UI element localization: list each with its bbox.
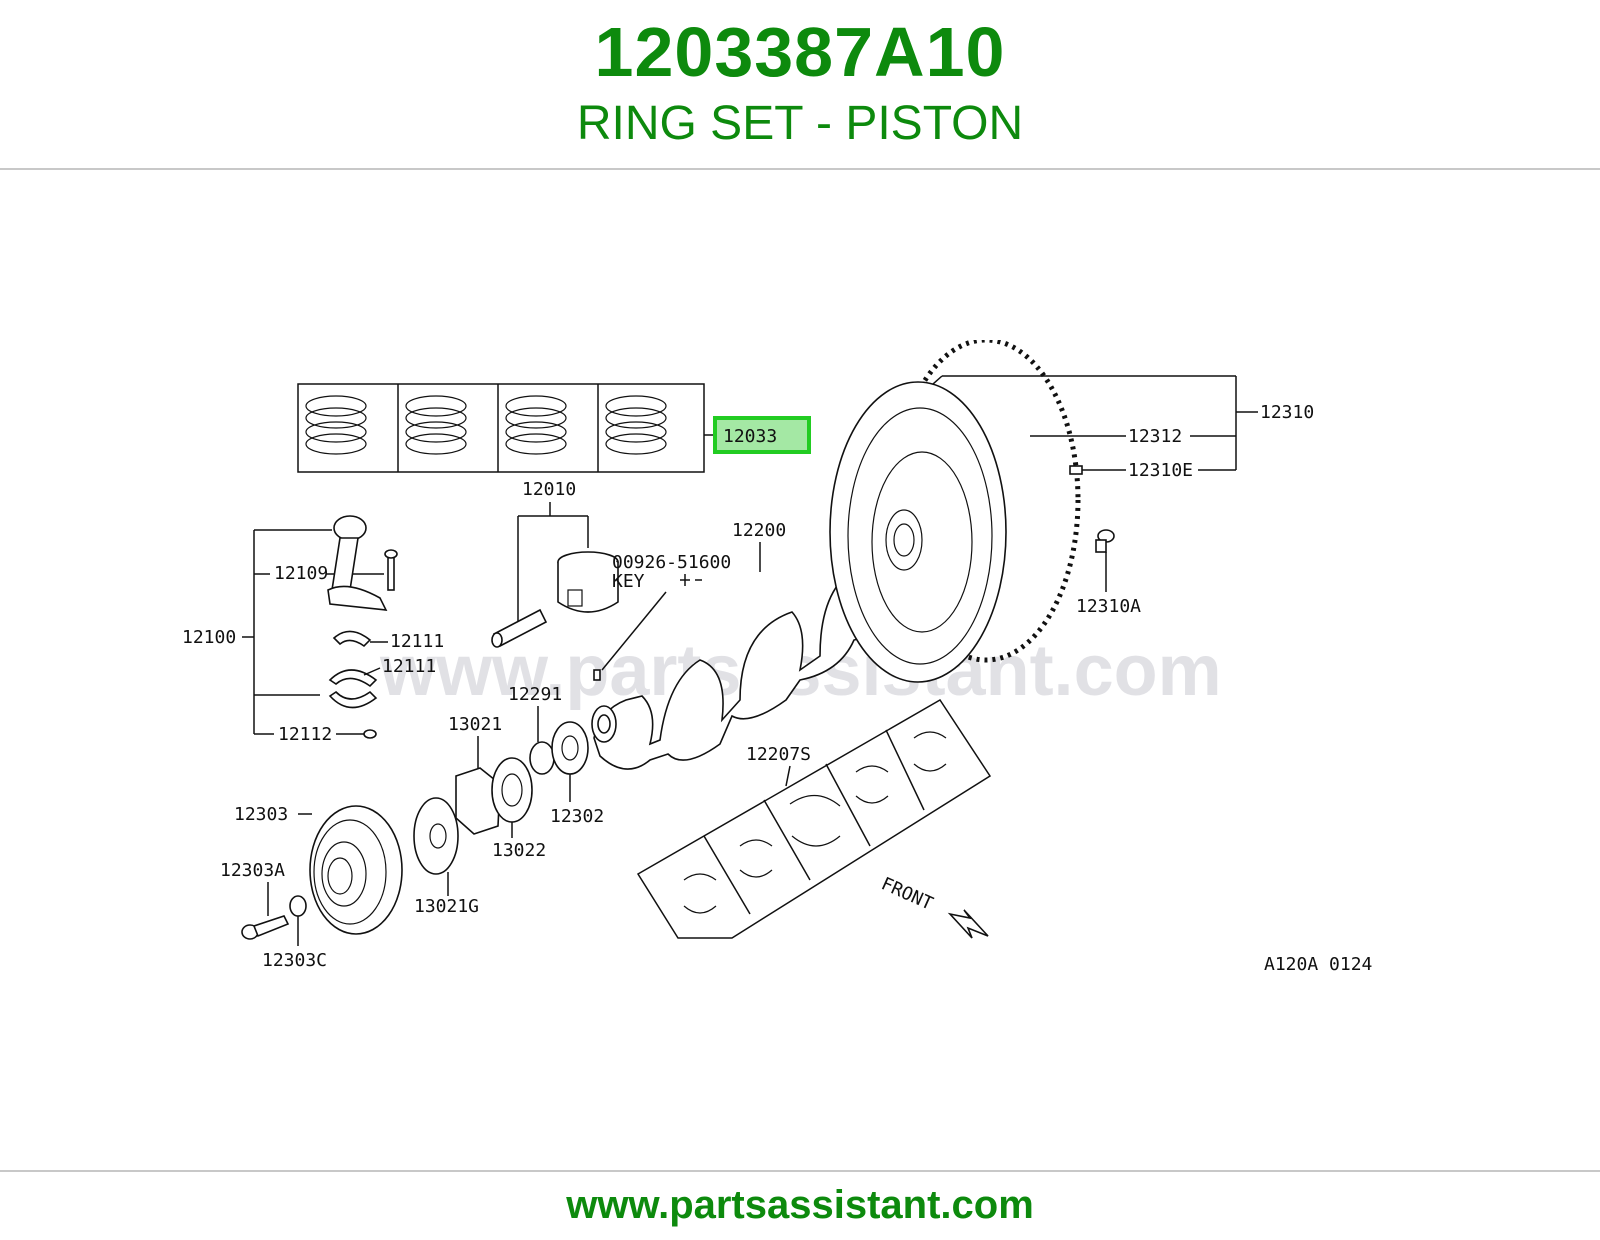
callout-12312[interactable]: 12312 [1128,426,1182,447]
callout-12303[interactable]: 12303 [234,804,288,825]
page-header: 1203387A10 RING SET - PISTON [0,0,1600,168]
crank-key-washer [529,741,555,775]
piston [557,551,619,613]
parts-diagram: www.partsassistant.com [180,340,1420,1010]
callout-12302[interactable]: 12302 [550,806,604,827]
callout-12112[interactable]: 12112 [278,724,332,745]
callout-12111-upper[interactable]: 12111 [390,631,444,652]
piston-pin [491,608,548,648]
connecting-rod [327,515,398,611]
footer-divider [0,1170,1600,1172]
flywheel-bolt [1095,529,1115,553]
callout-12291[interactable]: 12291 [508,684,562,705]
callout-12207S[interactable]: 12207S [746,744,811,765]
callout-13021G[interactable]: 13021G [414,896,479,917]
crank-seal-13022 [491,757,533,823]
part-name-subtitle: RING SET - PISTON [576,97,1024,150]
ring-set-frame [297,383,705,473]
callout-12100[interactable]: 12100 [182,627,236,648]
callout-00926-51600[interactable]: 00926-51600 [612,552,731,573]
callout-12010[interactable]: 12010 [522,479,576,500]
callout-12303C[interactable]: 12303C [262,950,327,971]
ring-set-box [297,383,714,473]
dowel-pin [1069,465,1083,475]
callout-12310E[interactable]: 12310E [1128,460,1193,481]
callout-13022[interactable]: 13022 [492,840,546,861]
rod-nut [363,729,377,739]
callout-12303A[interactable]: 12303A [220,860,285,881]
piston-rings [305,395,667,455]
oil-slinger-13021G [413,797,459,875]
crank-sprocket-12302 [551,721,589,775]
part-number-title: 1203387A10 [594,13,1006,91]
crank-pulley [309,805,403,935]
highlighted-callout-box[interactable] [713,416,811,454]
callout-12310A[interactable]: 12310A [1076,596,1141,617]
callout-13021[interactable]: 13021 [448,714,502,735]
pulley-washer [289,895,307,917]
pulley-bolt [241,915,290,940]
figure-code: A120A 0124 [1264,954,1372,975]
flywheel [829,340,1081,683]
rod-bearing-lower [328,669,378,709]
footer-website-link[interactable]: www.partsassistant.com [566,1183,1034,1227]
diagram-svg: www.partsassistant.com [182,340,1372,975]
callout-12310[interactable]: 12310 [1260,402,1314,423]
callout-12033[interactable]: 12033 [723,426,777,447]
header-divider [0,168,1600,170]
callout-12111-lower[interactable]: 12111 [382,656,436,677]
main-bearing-set [636,698,992,939]
rod-bearing-upper [332,630,372,648]
front-arrow-icon [947,909,989,939]
callout-key: KEY [612,571,645,592]
front-indicator-label: FRONT [878,873,936,914]
callout-12109[interactable]: 12109 [274,563,328,584]
callout-12200[interactable]: 12200 [732,520,786,541]
